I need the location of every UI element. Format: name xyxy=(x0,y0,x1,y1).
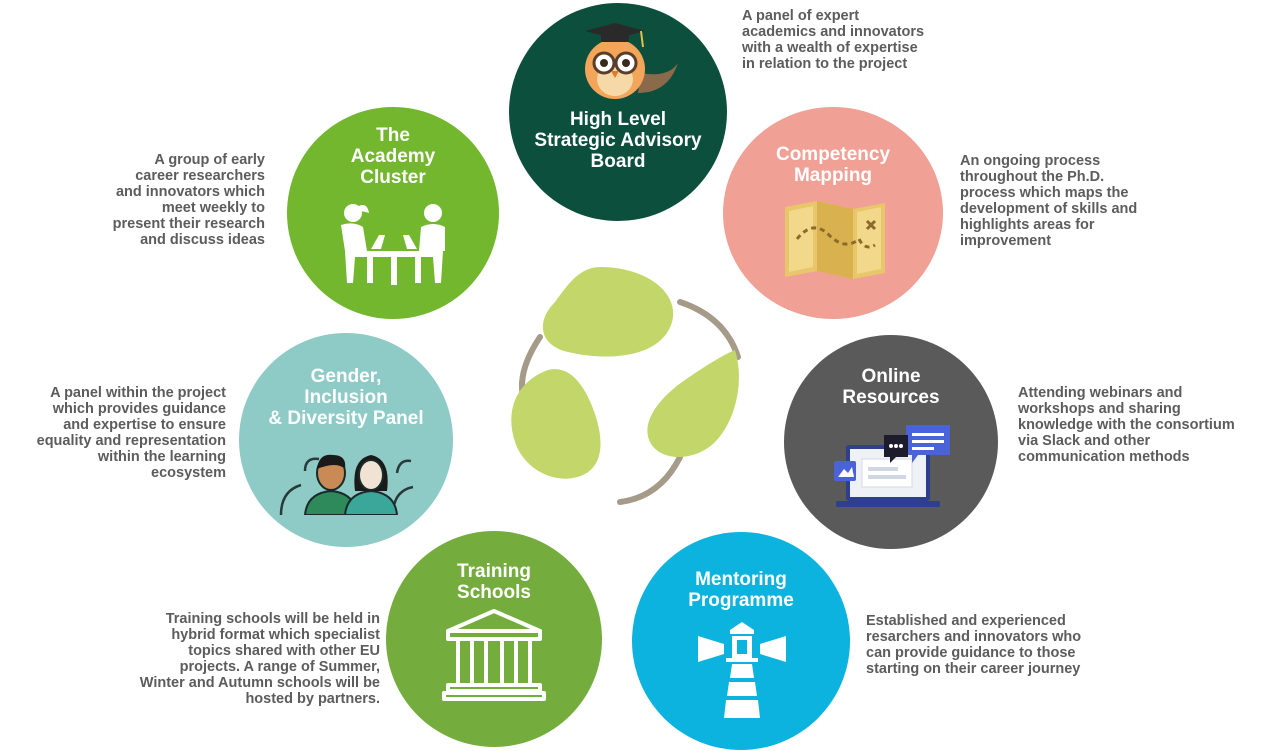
node-training-schools: Training Schools xyxy=(386,531,602,747)
laptop-chat-icon xyxy=(834,425,950,507)
cycle-stem xyxy=(677,299,741,360)
node-mentoring-programme: Mentoring Programme xyxy=(632,532,850,750)
node-title: Training Schools xyxy=(457,561,531,603)
node-description: Training schools will be held in hybrid … xyxy=(139,611,380,707)
node-description: Attending webinars and workshops and sha… xyxy=(1018,385,1235,465)
node-description: A group of early career researchers and … xyxy=(112,152,265,248)
lighthouse-icon xyxy=(698,622,786,718)
node-description: Established and experienced resarchers a… xyxy=(866,613,1082,677)
diverse-people-icon xyxy=(279,454,414,515)
leaf xyxy=(542,267,674,357)
node-title: Online Resources xyxy=(842,366,940,408)
node-competency-mapping: Competency Mapping xyxy=(723,107,943,319)
treasure-map-icon xyxy=(785,201,885,279)
leaf xyxy=(511,369,601,479)
node-online-resources: Online Resources xyxy=(784,335,998,549)
people-at-laptops-icon xyxy=(341,204,445,285)
three-leaves-cycle-icon xyxy=(511,267,741,505)
node-title: The Academy Cluster xyxy=(350,125,436,188)
node-academy-cluster: The Academy Cluster xyxy=(287,107,499,319)
classical-building-icon xyxy=(442,609,546,701)
node-gender-inclusion-diversity-panel: Gender, Inclusion & Diversity Panel xyxy=(239,333,453,547)
leaf xyxy=(647,350,739,457)
node-description: A panel within the project which provide… xyxy=(36,385,226,481)
cycle-stem xyxy=(617,454,683,505)
node-title: High Level Strategic Advisory Board xyxy=(534,109,702,172)
node-description: An ongoing process throughout the Ph.D. … xyxy=(960,153,1138,249)
node-title: Mentoring Programme xyxy=(688,569,794,611)
node-description: A panel of expert academics and innovato… xyxy=(742,8,925,72)
node-title: Competency Mapping xyxy=(775,144,891,186)
owl-graduate-icon xyxy=(585,23,678,99)
node-advisory-board: High Level Strategic Advisory Board xyxy=(509,3,727,221)
node-title: Gender, Inclusion & Diversity Panel xyxy=(268,366,424,429)
